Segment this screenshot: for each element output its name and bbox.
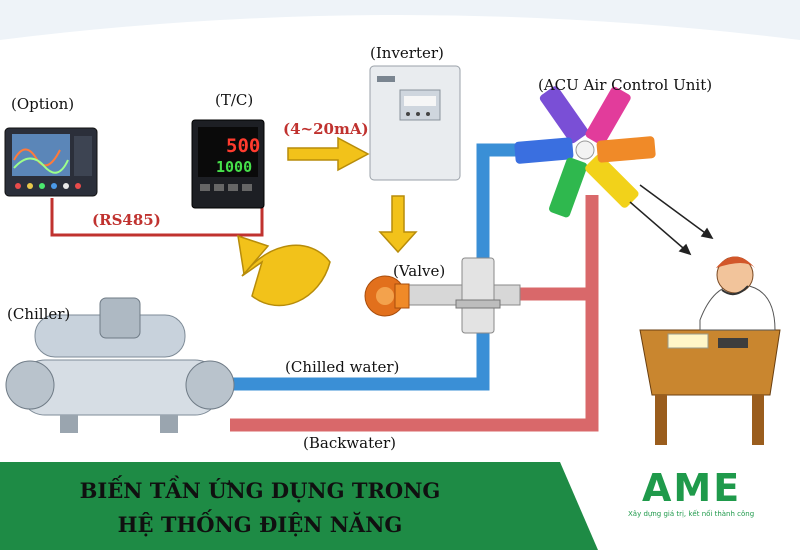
acu-pinwheel-icon [514,86,656,218]
option-hmi-device [4,127,98,197]
rs485-line [50,198,264,237]
banner-title-line1: BIẾN TẦN ỨNG DỤNG TRONG [79,478,441,503]
chilled-water-label: (Chilled water) [285,358,400,376]
tc-display-bottom: 1000 [216,158,252,176]
background-swoosh [0,0,800,40]
inverter-label: (Inverter) [370,44,444,62]
banner-ribbon-tip [560,462,598,550]
backwater-label: (Backwater) [303,434,397,452]
signal-label: (4~20mA) [283,120,369,138]
chiller-label: (Chiller) [7,305,71,323]
inverter-to-valve-arrow [378,195,418,254]
acu-label: (ACU Air Control Unit) [538,76,713,94]
banner-title-line2: HỆ THỐNG ĐIỆN NĂNG [117,512,403,537]
inverter-device [369,65,461,181]
chiller-machine [5,297,235,433]
banner-ribbon [0,462,560,550]
ame-logo-name: AME [642,466,742,510]
backwater-pipe [230,195,599,432]
tc-label: (T/C) [215,91,254,109]
rs485-label: (RS485) [92,211,161,229]
valve [364,257,521,334]
valve-label: (Valve) [393,262,446,280]
tc-display-top: 500 [226,135,260,157]
feedback-curved-arrow [237,234,331,307]
ame-logo-tagline: Xây dựng giá trị, kết nối thành công [628,510,755,518]
tc-controller: 500 1000 [191,119,265,209]
option-label: (Option) [11,95,75,113]
air-flow-arrows [629,184,714,256]
operator-at-desk-icon [639,256,781,445]
signal-arrow [287,136,370,172]
